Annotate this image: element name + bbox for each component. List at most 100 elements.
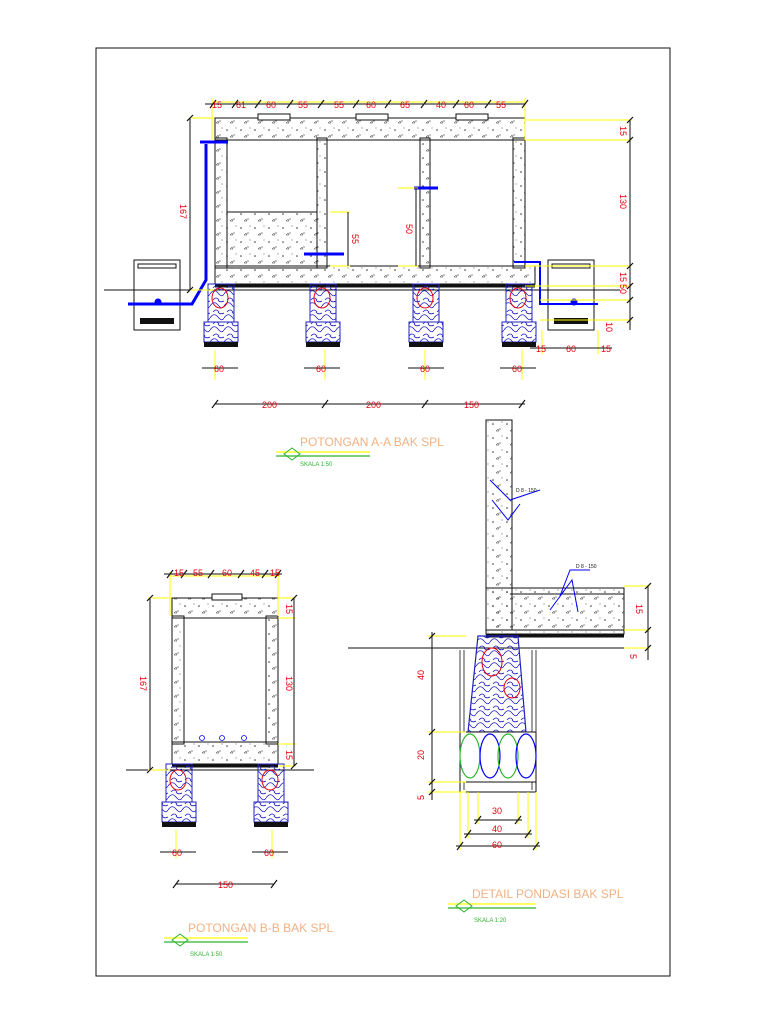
svg-text:60: 60 <box>512 364 522 374</box>
svg-text:40: 40 <box>416 670 426 680</box>
bb-title-block: POTONGAN B-B BAK SPL SKALA 1:50 <box>164 921 333 958</box>
aa-inner-dim-1: 55 <box>350 234 360 244</box>
svg-text:200: 200 <box>262 400 277 410</box>
svg-text:40: 40 <box>436 100 446 110</box>
detail-dim-lines <box>428 585 650 850</box>
detail-slab <box>485 587 625 635</box>
aa-title-block: POTONGAN A-A BAK SPL SKALA 1:50 <box>276 435 444 468</box>
bb-wall-left <box>171 615 185 745</box>
aa-title-symbol <box>283 447 301 461</box>
aa-wall-2 <box>316 137 328 269</box>
section-bb: 15 55 60 45 15 167 15 130 15 60 60 150 P… <box>126 568 333 958</box>
aa-inlet-box <box>133 259 181 331</box>
detail-dim-ticks <box>428 582 652 851</box>
svg-text:15: 15 <box>536 344 546 354</box>
svg-text:60: 60 <box>264 848 274 858</box>
svg-text:10: 10 <box>604 322 614 332</box>
detail-left-dims: 40 20 5 <box>416 670 426 800</box>
bb-footing-dims: 60 60 <box>172 848 274 858</box>
aa-wall-3 <box>419 137 431 269</box>
aa-dim-ticks <box>186 99 634 409</box>
aa-footing-1 <box>203 283 239 347</box>
aa-footing-dims: 60 60 60 60 <box>214 364 522 374</box>
bb-bottom-slab <box>171 741 279 765</box>
bb-title: POTONGAN B-B BAK SPL <box>188 921 333 935</box>
svg-text:30: 30 <box>492 806 502 816</box>
aa-wall-left <box>214 137 228 269</box>
aa-right-dims: 15 130 15 50 10 <box>604 126 628 332</box>
svg-text:15: 15 <box>284 750 294 760</box>
bb-right-dims: 15 130 15 <box>284 604 294 760</box>
aa-wall-right <box>512 137 526 269</box>
svg-text:60: 60 <box>566 344 576 354</box>
detail-rebar-label-2: D 8 - 150 <box>576 564 597 570</box>
detail-title: DETAIL PONDASI BAK SPL <box>472 887 624 901</box>
svg-text:5: 5 <box>628 654 638 659</box>
detail-rebar-label-1: D 8 - 150 <box>516 488 537 494</box>
svg-text:5: 5 <box>416 795 426 800</box>
svg-text:130: 130 <box>284 676 294 691</box>
svg-text:40: 40 <box>492 824 502 834</box>
sheet-border <box>95 47 671 977</box>
svg-text:60: 60 <box>420 364 430 374</box>
detail-title-symbol <box>455 899 473 913</box>
svg-text:15: 15 <box>618 126 628 136</box>
svg-text:60: 60 <box>214 364 224 374</box>
detail-gravel-layer <box>459 731 537 793</box>
svg-text:15: 15 <box>212 100 222 110</box>
svg-text:20: 20 <box>416 750 426 760</box>
svg-text:15: 15 <box>601 344 611 354</box>
bb-bottom-dim: 150 <box>218 880 233 890</box>
aa-footing-4 <box>501 283 537 347</box>
svg-text:65: 65 <box>400 100 410 110</box>
svg-text:61: 61 <box>236 100 246 110</box>
svg-text:60: 60 <box>172 848 182 858</box>
svg-text:15: 15 <box>618 272 628 282</box>
svg-text:60: 60 <box>222 568 232 578</box>
svg-text:15: 15 <box>634 604 644 614</box>
bb-left-dim: 167 <box>138 676 148 691</box>
svg-text:150: 150 <box>464 400 479 410</box>
svg-text:55: 55 <box>298 100 308 110</box>
bb-footing-1 <box>161 763 197 827</box>
svg-text:60: 60 <box>492 840 502 850</box>
svg-text:55: 55 <box>496 100 506 110</box>
bb-wall-right <box>265 615 279 745</box>
svg-text:130: 130 <box>618 194 628 209</box>
aa-left-dim: 167 <box>178 204 188 219</box>
svg-text:60: 60 <box>316 364 326 374</box>
section-aa: 15 61 60 55 55 60 65 40 60 55 167 15 130… <box>104 98 634 468</box>
aa-bottom-slab <box>214 265 536 285</box>
aa-dim-chains <box>189 103 631 405</box>
aa-title: POTONGAN A-A BAK SPL <box>300 435 444 449</box>
svg-text:60: 60 <box>464 100 474 110</box>
svg-text:45: 45 <box>250 568 260 578</box>
aa-scale: SKALA 1:50 <box>300 462 333 468</box>
aa-top-slab <box>214 117 526 141</box>
svg-text:15: 15 <box>284 604 294 614</box>
svg-text:60: 60 <box>266 100 276 110</box>
aa-inner-dim-2: 50 <box>404 224 414 234</box>
svg-text:200: 200 <box>366 400 381 410</box>
svg-text:60: 60 <box>366 100 376 110</box>
aa-footing-2 <box>305 283 341 347</box>
svg-text:55: 55 <box>193 568 203 578</box>
aa-dim-lines <box>190 98 632 380</box>
bb-dim-lines <box>148 572 296 858</box>
svg-text:50: 50 <box>618 284 628 294</box>
detail-scale: SKALA 1:20 <box>474 918 507 924</box>
detail-pondasi: D 8 - 150 D 8 - 150 <box>348 419 652 924</box>
aa-bottom-dims: 200 200 150 <box>262 400 479 410</box>
aa-side-dims: 15 60 15 <box>536 344 611 354</box>
aa-sediment <box>226 211 318 269</box>
bb-footing-2 <box>253 763 289 827</box>
svg-text:55: 55 <box>334 100 344 110</box>
detail-title-block: DETAIL PONDASI BAK SPL SKALA 1:20 <box>448 887 624 924</box>
detail-right-dims: 15 5 <box>628 604 644 659</box>
bb-scale: SKALA 1:50 <box>190 952 223 958</box>
bb-top-slab <box>171 597 279 619</box>
aa-top-dims: 15 61 60 55 55 60 65 40 60 55 <box>212 100 506 110</box>
bb-dim-ticks <box>146 569 298 889</box>
svg-text:15: 15 <box>270 568 280 578</box>
